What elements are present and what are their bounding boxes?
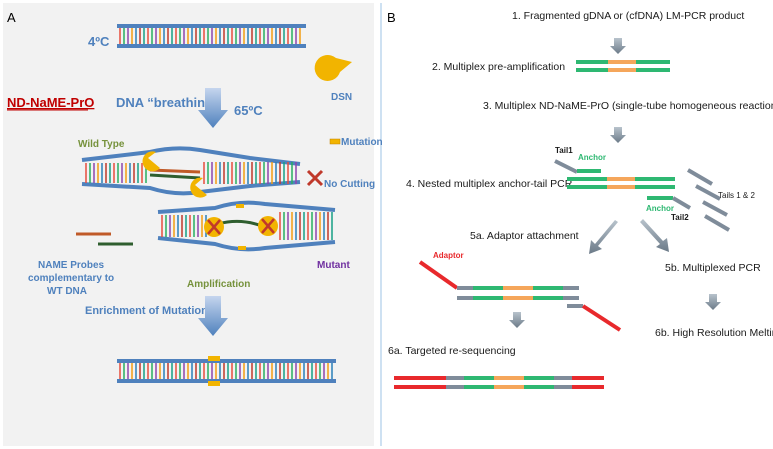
sequencing-construct (394, 376, 604, 389)
enrichment-label: Enrichment of Mutations (85, 305, 214, 317)
dsn-bound-icon (142, 151, 160, 172)
adaptor-construct (418, 260, 622, 332)
temp-high-label: 65ºC (234, 103, 263, 118)
down-arrow-icon (640, 219, 669, 252)
method-label: ND-NaME-PrO (7, 95, 94, 110)
down-arrow-icon (610, 38, 626, 54)
mutation-marker-icon (236, 204, 244, 208)
down-arrow-icon (509, 312, 525, 328)
dna-enriched (117, 356, 336, 386)
down-arrow-icon (198, 296, 228, 336)
down-arrow-icon (705, 294, 721, 310)
dna-top (117, 24, 306, 48)
dna-wild-type (81, 146, 301, 198)
panel-a-letter: A (7, 10, 16, 25)
dna-mutant (157, 200, 336, 252)
panel-b-letter: B (387, 10, 396, 25)
dsn-pacman-icon (314, 54, 352, 81)
tails-stack (686, 168, 731, 232)
down-arrow-icon (589, 220, 618, 254)
primer-tail1-anchor (554, 159, 601, 174)
step-2-label: 2. Multiplex pre-amplification (432, 61, 565, 73)
no-cutting-cross-icon (306, 169, 324, 187)
mutation-marker-icon (329, 138, 341, 145)
mutation-label: Mutation (341, 137, 383, 148)
anchor-bottom-label: Anchor (646, 204, 674, 213)
adaptor-label: Adaptor (433, 251, 464, 260)
no-cutting-label: No Cutting (324, 179, 375, 190)
step-6a-label: 6a. Targeted re-sequencing (388, 345, 516, 357)
probes-label-3: WT DNA (47, 286, 87, 297)
step-5b-label: 5b. Multiplexed PCR (665, 262, 761, 274)
down-arrow-icon (610, 127, 626, 143)
temp-low-label: 4ºC (88, 34, 110, 49)
amplification-label: Amplification (187, 279, 250, 290)
tail1-label: Tail1 (555, 146, 573, 155)
breathing-label: DNA “breathing” (116, 95, 220, 110)
tail2-label: Tail2 (671, 213, 689, 222)
mutant-label: Mutant (317, 260, 350, 271)
step-4-label: 4. Nested multiplex anchor-tail PCR (406, 178, 573, 190)
amplicon-step4 (567, 177, 675, 189)
tails-label: Tails 1 & 2 (718, 191, 755, 200)
step-3-label: 3. Multiplex ND-NaME-PrO (single-tube ho… (483, 100, 773, 112)
probes-label-1: NAME Probes (38, 260, 105, 271)
probes-label-2: complementary to (28, 273, 114, 284)
mutation-marker-icon (238, 246, 246, 250)
amplicon-step2 (576, 60, 670, 72)
dsn-label: DSN (331, 92, 352, 103)
anchor-top-label: Anchor (578, 153, 606, 162)
down-arrow-icon (198, 88, 228, 128)
step-6b-label: 6b. High Resolution Melting (655, 327, 773, 339)
primer-anchor-tail2 (647, 196, 692, 210)
step-5a-label: 5a. Adaptor attachment (470, 230, 579, 242)
step-1-label: 1. Fragmented gDNA or (cfDNA) LM-PCR pro… (512, 10, 744, 22)
dsn-bound-icon (190, 177, 207, 198)
wild-type-label: Wild Type (78, 139, 125, 150)
